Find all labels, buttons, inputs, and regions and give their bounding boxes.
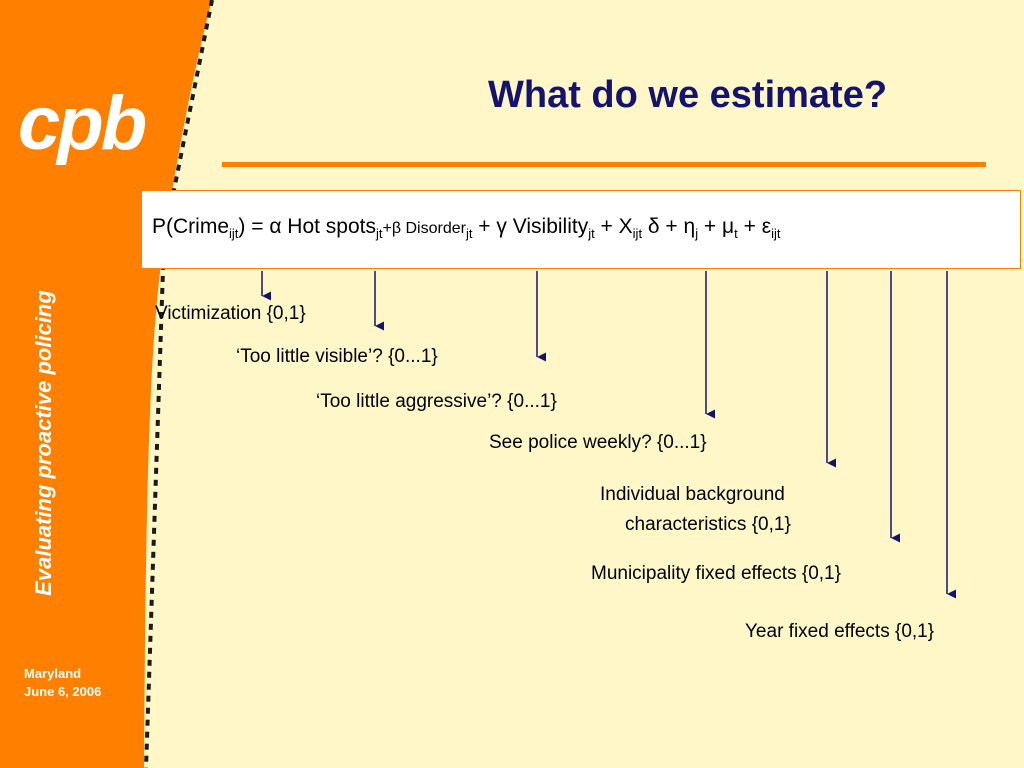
footer-location: Maryland <box>24 666 82 681</box>
label-too-little-visible: ‘Too little visible’? {0...1} <box>236 346 438 367</box>
equation: P(Crimeijt) = α Hot spotsjt+β Disorderjt… <box>152 215 781 242</box>
label-year-fixed-effects: Year fixed effects {0,1} <box>745 621 935 642</box>
slide-title: What do we estimate? <box>488 74 888 116</box>
label-characteristics: characteristics {0,1} <box>625 514 791 535</box>
label-see-police-weekly: See police weekly? {0...1} <box>489 432 707 453</box>
footer-date: June 6, 2006 <box>24 684 102 699</box>
label-victimization: Victimization {0,1} <box>155 303 306 324</box>
equation-box: P(Crimeijt) = α Hot spotsjt+β Disorderjt… <box>141 190 1021 269</box>
side-title: Evaluating proactive policing <box>31 290 56 596</box>
label-individual-background: Individual background <box>600 484 785 505</box>
label-too-little-aggressive: ‘Too little aggressive’? {0...1} <box>316 391 557 412</box>
title-underline <box>222 162 986 167</box>
cpb-logo: cpb <box>18 81 147 166</box>
label-municipality-fixed-effects: Municipality fixed effects {0,1} <box>591 563 841 584</box>
